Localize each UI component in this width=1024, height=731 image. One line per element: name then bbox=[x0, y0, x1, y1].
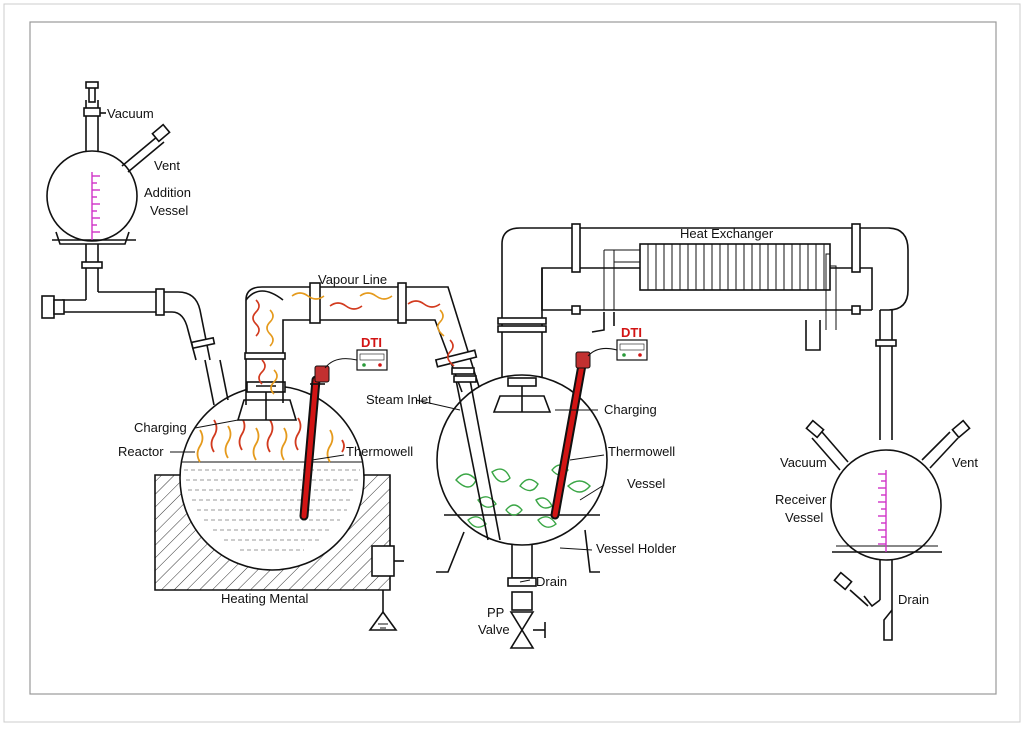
addition-vessel bbox=[41, 81, 216, 361]
label-vent-top: Vent bbox=[154, 158, 180, 173]
leader-lines bbox=[170, 399, 605, 583]
label-vacuum-right: Vacuum bbox=[780, 455, 827, 470]
valve-icon bbox=[509, 591, 546, 649]
labels: Vacuum Vent Addition Vessel Vapour Line … bbox=[107, 106, 978, 637]
label-pp-valve-1: PP bbox=[487, 605, 504, 620]
label-vessel: Vessel bbox=[627, 476, 665, 491]
label-drain-mid: Drain bbox=[536, 574, 567, 589]
label-vapour-line: Vapour Line bbox=[318, 272, 387, 287]
label-vent-right: Vent bbox=[952, 455, 978, 470]
label-vacuum-top: Vacuum bbox=[107, 106, 154, 121]
dti-meter-icon bbox=[324, 349, 388, 371]
label-heating-mental: Heating Mental bbox=[221, 591, 309, 606]
label-reactor: Reactor bbox=[118, 444, 164, 459]
label-dti-right: DTI bbox=[621, 325, 642, 340]
collection-vessel bbox=[436, 292, 608, 649]
reactor-flask bbox=[179, 359, 365, 571]
label-drain-right: Drain bbox=[898, 592, 929, 607]
earth-ground-icon bbox=[368, 610, 398, 631]
label-vessel-holder: Vessel Holder bbox=[596, 541, 677, 556]
dti-meter-icon bbox=[587, 339, 648, 361]
vapour-line-pipe bbox=[244, 282, 481, 405]
label-receiver-vessel-1: Receiver bbox=[775, 492, 827, 507]
thermowell-rod bbox=[301, 377, 319, 519]
label-addition-vessel-2: Vessel bbox=[150, 203, 188, 218]
label-steam-inlet: Steam Inlet bbox=[366, 392, 432, 407]
inner-frame bbox=[29, 21, 997, 695]
label-charging-right: Charging bbox=[604, 402, 657, 417]
label-thermowell-right: Thermowell bbox=[608, 444, 675, 459]
label-charging-left: Charging bbox=[134, 420, 187, 435]
label-receiver-vessel-2: Vessel bbox=[785, 510, 823, 525]
label-thermowell-left: Thermowell bbox=[346, 444, 413, 459]
label-addition-vessel-1: Addition bbox=[144, 185, 191, 200]
receiver-vessel bbox=[805, 419, 971, 641]
label-pp-valve-2: Valve bbox=[478, 622, 510, 637]
label-dti-left: DTI bbox=[361, 335, 382, 350]
label-heat-exchanger: Heat Exchanger bbox=[680, 226, 774, 241]
heat-exchanger bbox=[501, 223, 909, 440]
